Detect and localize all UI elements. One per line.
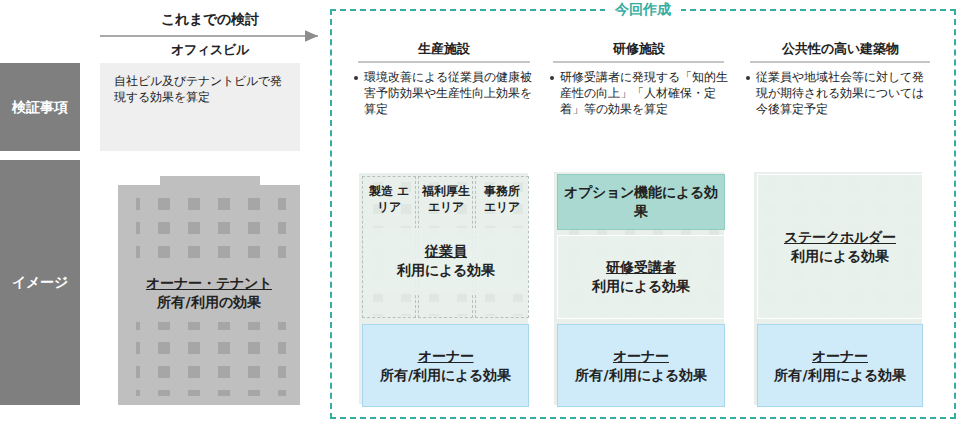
row-label: 検証事項 [0,63,80,151]
node-text: 従業員 [425,242,467,261]
column-title: 公共性の高い建築物 [750,40,930,58]
row-label: イメージ [0,160,80,405]
production-building [358,172,529,405]
node-text: 利用による効果 [592,277,690,296]
node-text: 所有/利用の効果 [157,293,260,312]
node-text: オーナー [812,347,868,366]
node-text: 所有/利用による効果 [380,366,511,385]
node-text: 製造 エリア [363,183,415,215]
column-title: 生産施設 [358,40,530,58]
building-top [160,176,260,188]
effect-box: オーナー・テナント所有/利用の効果 [126,264,292,322]
node-text: オーナー [418,347,474,366]
owner-box: オーナー所有/利用による効果 [557,324,725,407]
bullet [354,76,358,80]
office-building [118,185,300,405]
scope-text: 従業員や地域社会等に対して発現が期待される効果については今後算定予定 [756,69,932,118]
scope-text: 研修受講者に発現する「知的生産性の向上」「人材確保・定着」等の効果を算定 [560,69,730,118]
bullet [550,76,554,80]
node-text: 所有/利用による効果 [774,366,905,385]
node-text: 所有/利用による効果 [575,366,706,385]
effect-box: 従業員利用による効果 [364,228,527,294]
header-rule [750,62,930,63]
node-text: 利用による効果 [791,247,889,266]
scope-box: 自社ビル及びテナントビルで発現する効果を算定 [100,63,300,151]
owner-box: オーナー所有/利用による効果 [362,324,529,407]
timeline-arrow [100,35,318,37]
node-text: オーナー・テナント [146,274,272,293]
node-text: イメージ [12,273,68,292]
node-text: 福利厚生 エリア [419,183,472,215]
node-text: オプション機能による効果 [558,183,724,221]
public-building [754,172,922,405]
bullet [746,76,750,80]
node-text: 自社ビル及びテナントビルで発現する効果を算定 [114,73,292,105]
header-rule [358,62,530,63]
column-title: 研修施設 [553,40,724,58]
node-text: 利用による効果 [397,261,495,280]
column-title: オフィスビル [110,41,310,59]
owner-box: オーナー所有/利用による効果 [757,324,923,407]
training-building [554,172,724,405]
node-text: オーナー [613,347,669,366]
option-box: オプション機能による効果 [557,174,725,230]
node-text: 検証事項 [12,98,68,117]
node-text: 研修受講者 [606,258,676,277]
node-text: 事務所 エリア [476,183,528,215]
header-rule [553,62,724,63]
node-text: 今回作成 [605,0,681,19]
node-text: ステークホルダー [784,228,896,247]
effect-box: ステークホルダー利用による効果 [757,174,923,319]
scope-text: 環境改善による従業員の健康被害予防効果や生産性向上効果を算定 [364,69,532,118]
column-group-title: これまでの検討 [110,10,310,29]
effect-box: 研修受講者利用による効果 [557,235,725,319]
